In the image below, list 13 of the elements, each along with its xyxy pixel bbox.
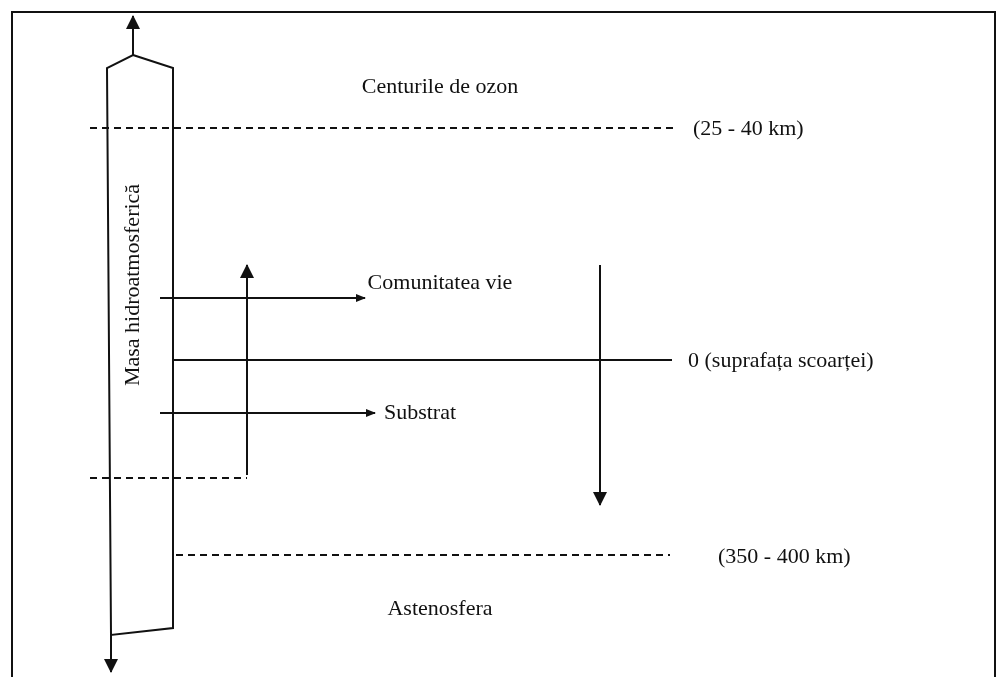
node-label: Substrat	[382, 398, 458, 426]
layer-name: Centurile de ozon	[361, 72, 519, 100]
arrow	[159, 409, 376, 417]
column-shape	[107, 55, 173, 635]
layer-name: Astenosfera	[387, 594, 493, 622]
arrow	[126, 15, 140, 56]
node-label: Masa hidroatmosferică	[118, 183, 145, 387]
level-label: 0 (suprafața scoarței)	[688, 346, 874, 374]
arrow	[104, 634, 118, 673]
node-label: Comunitatea vie	[366, 268, 514, 296]
arrow	[159, 294, 366, 302]
depth-label: (350 - 400 km)	[718, 542, 851, 570]
altitude-label: (25 - 40 km)	[693, 114, 804, 142]
